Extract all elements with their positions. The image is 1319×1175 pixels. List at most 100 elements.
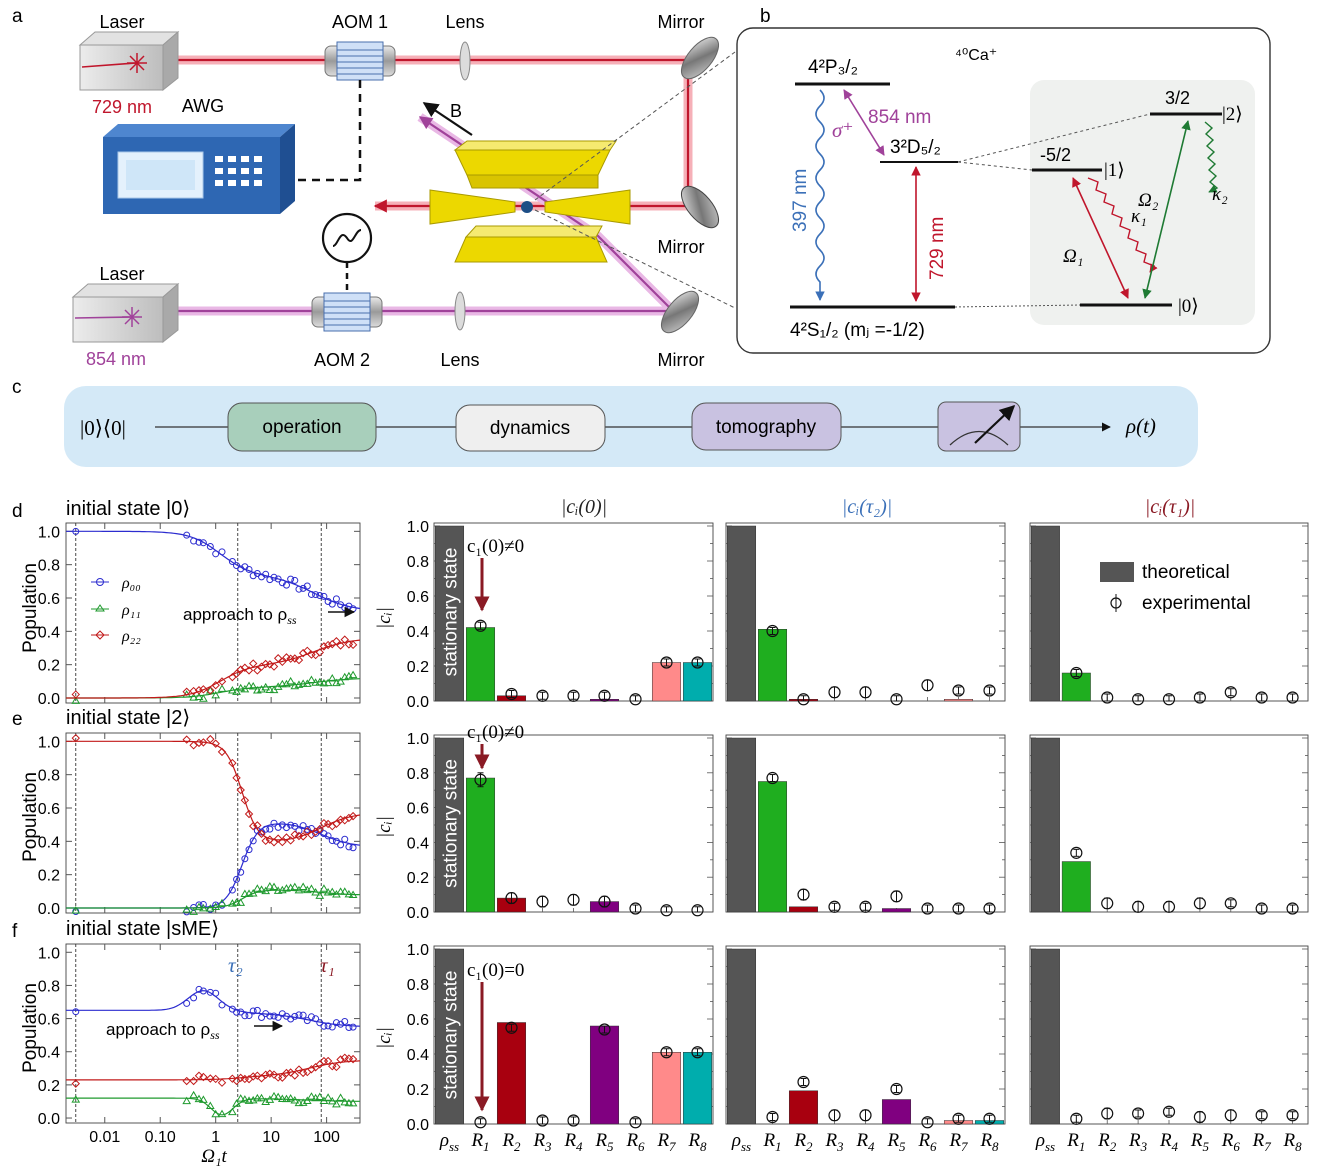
tick-sub: ss (1045, 1139, 1055, 1154)
population-chart-0: 0.00.20.40.60.81.0 (38, 522, 361, 708)
tick-base: R (886, 1130, 899, 1151)
point-ρ11 (211, 690, 221, 699)
tick-sub: 1 (1079, 1139, 1086, 1154)
label-sigma: σ⁺ (832, 118, 853, 142)
panel-label-d: d (12, 501, 23, 522)
y-tick-label: 0.8 (407, 766, 429, 783)
bar-chart-frame (725, 945, 1006, 1125)
x-tick-label: R1 (762, 1130, 781, 1154)
experimental-point (983, 1112, 996, 1125)
x-tick-label: 100 (313, 1129, 340, 1146)
x-tick-label: 0.01 (89, 1129, 120, 1146)
bar-R1 (757, 781, 788, 913)
point-ρ22 (323, 819, 333, 829)
point-ρ22 (71, 690, 80, 699)
tick-sub: 2 (1110, 1139, 1117, 1154)
point-ρ11 (232, 1099, 241, 1107)
point-ρ22 (273, 654, 283, 663)
x-tick-label: ρss (439, 1130, 459, 1154)
point-ρ00 (249, 837, 257, 845)
point-ρ00 (312, 1015, 320, 1023)
point-ρ22 (303, 826, 312, 836)
point-ρ22 (232, 773, 241, 783)
pipeline-end: ρ(t) (1125, 414, 1156, 438)
tick-base: R (594, 1130, 607, 1151)
point-ρ22 (286, 1068, 295, 1077)
x-tick-label: R7 (948, 1130, 968, 1154)
point-ρ11 (273, 1092, 283, 1101)
point-ρ00 (233, 1008, 241, 1016)
lens-1 (459, 41, 471, 81)
point-ρ22 (298, 832, 308, 841)
x-tick-label: R4 (563, 1130, 583, 1154)
x-tick-label: R8 (687, 1130, 707, 1154)
point-ρ11 (228, 686, 237, 694)
bar-R1 (465, 777, 496, 913)
point-ρ00 (274, 575, 282, 583)
omega-1-label: Ω₁ (1063, 246, 1083, 267)
experimental-point (859, 1109, 872, 1122)
point-ρ00 (183, 531, 191, 539)
point-ρ00 (245, 565, 253, 573)
point-ρ11 (257, 684, 266, 693)
experimental-point (921, 902, 934, 915)
y-tick-label: 1.0 (38, 524, 60, 541)
y-tick-label: 0.2 (407, 659, 429, 676)
point-ρ22 (248, 1072, 258, 1081)
y-tick-label: 0.0 (38, 691, 60, 708)
experimental-point (890, 693, 903, 706)
point-ρ00 (249, 572, 257, 580)
omega-2-label: Ω₂ (1138, 190, 1159, 211)
y-tick-label: 0.8 (407, 554, 429, 571)
point-ρ00 (282, 581, 290, 589)
point-ρ11 (232, 687, 241, 695)
aom-2-label: AOM 2 (314, 350, 370, 370)
tick-base: R (532, 1130, 545, 1151)
stationary-state-label: stationary state (441, 971, 462, 1100)
experimental-point (859, 686, 872, 699)
experimental-point (660, 1046, 673, 1059)
point-ρ00 (228, 558, 236, 566)
bar-R7 (651, 662, 682, 702)
bar-ρss (726, 737, 757, 913)
bar-ρss (434, 737, 465, 913)
point-ρ11 (315, 891, 325, 899)
bar-R7 (651, 1052, 682, 1125)
point-ρ11 (261, 886, 271, 895)
point-ρ00 (237, 565, 245, 573)
ion-trap (429, 140, 631, 263)
experimental-point (505, 687, 518, 701)
point-ρ22 (217, 1078, 227, 1087)
experimental-point (1224, 1109, 1237, 1122)
tick-base: R (948, 1130, 961, 1151)
point-ρ11 (240, 1095, 250, 1103)
point-ρ22 (211, 1074, 220, 1084)
point-ρ11 (261, 682, 271, 691)
tick-sub: ss (449, 1139, 459, 1154)
point-ρ11 (194, 692, 204, 701)
y-tick-label: 0.8 (38, 978, 60, 995)
bar-chart-frame (1029, 945, 1309, 1125)
rf-source-icon (321, 212, 373, 264)
experimental-point (890, 1082, 903, 1096)
point-ρ11 (71, 696, 81, 704)
tick-sub: 5 (607, 1139, 614, 1154)
tick-sub: 7 (961, 1139, 968, 1154)
experimental-point (598, 689, 611, 702)
experimental-point (797, 888, 810, 901)
point-ρ00 (303, 1017, 311, 1025)
y-tick-label: 1.0 (407, 942, 429, 959)
point-ρ11 (323, 678, 333, 687)
experimental-point (1286, 1109, 1299, 1122)
tick-sub: 6 (638, 1139, 645, 1154)
point-ρ22 (248, 659, 258, 668)
point-ρ11 (257, 1093, 266, 1102)
x-tick-label: R3 (532, 1130, 552, 1154)
point-ρ00 (253, 1006, 261, 1014)
point-ρ00 (249, 1007, 257, 1015)
awg-label: AWG (182, 96, 224, 116)
point-ρ00 (266, 825, 274, 833)
x-tick-label: R3 (824, 1130, 844, 1154)
x-tick-label: R6 (625, 1130, 645, 1154)
